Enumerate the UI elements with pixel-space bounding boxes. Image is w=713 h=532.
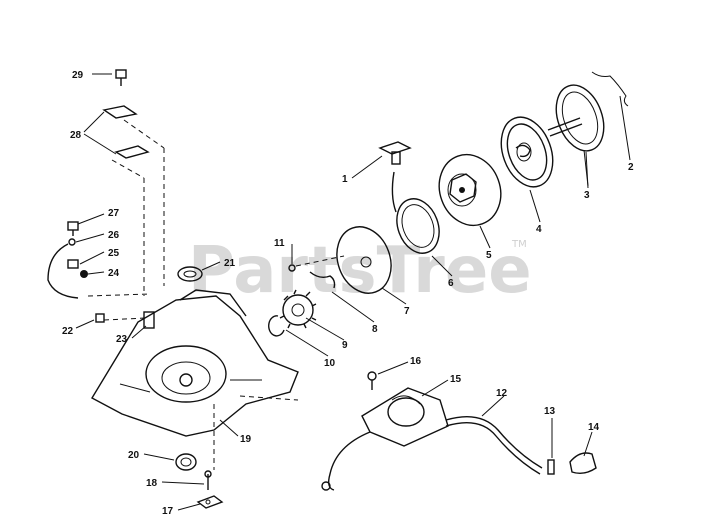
callout-27[interactable]: 27 bbox=[108, 208, 120, 219]
part-16-screw[interactable] bbox=[367, 371, 377, 390]
callout-labels: 29 28 1 2 3 4 5 6 7 8 9 10 11 27 26 25 2… bbox=[62, 70, 634, 517]
callout-14[interactable]: 14 bbox=[588, 422, 600, 433]
callout-19[interactable]: 19 bbox=[240, 434, 252, 445]
callout-23[interactable]: 23 bbox=[116, 334, 128, 345]
callout-7[interactable]: 7 bbox=[404, 306, 410, 317]
part-7-spring-plate[interactable] bbox=[328, 219, 400, 301]
callout-22[interactable]: 22 bbox=[62, 326, 74, 337]
callout-18[interactable]: 18 bbox=[146, 478, 158, 489]
callout-9[interactable]: 9 bbox=[342, 340, 348, 351]
watermark-text: PartsTree bbox=[188, 234, 532, 308]
leader-lines bbox=[75, 73, 631, 511]
callout-20[interactable]: 20 bbox=[128, 450, 140, 461]
part-21-bearing[interactable] bbox=[177, 266, 203, 282]
part-28-throttle-links[interactable] bbox=[102, 105, 165, 296]
callout-28[interactable]: 28 bbox=[70, 130, 82, 141]
callout-15[interactable]: 15 bbox=[450, 374, 462, 385]
part-29-screw[interactable] bbox=[115, 69, 127, 86]
part-26-terminal[interactable] bbox=[47, 238, 79, 299]
callout-2[interactable]: 2 bbox=[628, 162, 634, 173]
part-17-washer[interactable] bbox=[196, 495, 224, 509]
part-9-starter-gear[interactable] bbox=[279, 289, 317, 329]
part-11-screw[interactable] bbox=[288, 255, 345, 272]
part-14-spark-plug-boot[interactable] bbox=[569, 452, 597, 475]
callout-12[interactable]: 12 bbox=[496, 388, 508, 399]
callout-13[interactable]: 13 bbox=[544, 406, 556, 417]
callout-11[interactable]: 11 bbox=[274, 238, 285, 249]
callout-10[interactable]: 10 bbox=[324, 358, 336, 369]
callout-8[interactable]: 8 bbox=[372, 324, 378, 335]
callout-6[interactable]: 6 bbox=[448, 278, 454, 289]
callout-29[interactable]: 29 bbox=[72, 70, 84, 81]
part-15-ignition-coil[interactable] bbox=[321, 387, 449, 491]
part-19-base-housing[interactable] bbox=[91, 289, 299, 470]
part-4-starter-pulley[interactable] bbox=[492, 110, 562, 194]
callout-1[interactable]: 1 bbox=[342, 174, 348, 185]
part-18-pin[interactable] bbox=[204, 470, 212, 490]
callout-17[interactable]: 17 bbox=[162, 506, 174, 517]
part-24-nut[interactable] bbox=[80, 270, 88, 278]
part-8-brake-spring[interactable] bbox=[309, 271, 336, 289]
callout-24[interactable]: 24 bbox=[108, 268, 120, 279]
part-27-screw[interactable] bbox=[67, 221, 79, 236]
callout-5[interactable]: 5 bbox=[486, 250, 492, 261]
watermark-trademark: TM bbox=[511, 239, 527, 250]
part-2-cover[interactable] bbox=[548, 71, 629, 157]
callout-16[interactable]: 16 bbox=[410, 356, 422, 367]
part-20-bearing[interactable] bbox=[175, 453, 197, 471]
callout-25[interactable]: 25 bbox=[108, 248, 120, 259]
callout-4[interactable]: 4 bbox=[536, 224, 542, 235]
part-23-bracket[interactable] bbox=[87, 293, 155, 329]
part-6-recoil-spring[interactable] bbox=[390, 171, 447, 259]
part-22-screw[interactable] bbox=[95, 313, 147, 323]
part-1-starter-handle[interactable] bbox=[378, 141, 412, 165]
part-13-terminal[interactable] bbox=[547, 459, 555, 475]
part-10-retaining-ring[interactable] bbox=[268, 315, 285, 337]
callout-3[interactable]: 3 bbox=[584, 190, 590, 201]
part-5-ratchet-hub[interactable] bbox=[429, 146, 510, 234]
callout-21[interactable]: 21 bbox=[224, 258, 236, 269]
part-25-clip[interactable] bbox=[67, 259, 79, 269]
part-3-pulley-shaft[interactable] bbox=[547, 117, 589, 187]
callout-26[interactable]: 26 bbox=[108, 230, 120, 241]
part-12-spark-plug-wire[interactable] bbox=[445, 416, 543, 475]
